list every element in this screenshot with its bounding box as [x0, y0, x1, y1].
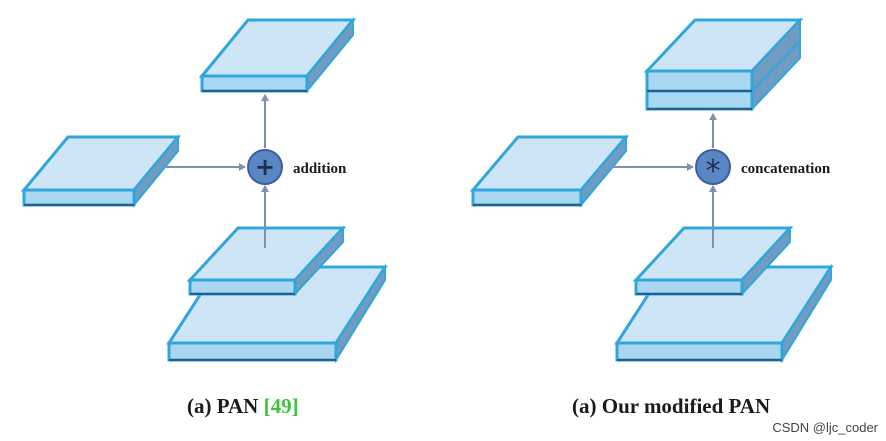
csdn-watermark: CSDN @ljc_coder	[772, 420, 878, 435]
bottom-small-feature-block	[186, 225, 347, 297]
addition-label: addition	[293, 161, 347, 177]
bottom-small-feature-block	[632, 225, 794, 297]
addition-node-icon	[247, 149, 283, 185]
modified-pan-caption: (a) Our modified PAN	[572, 394, 770, 418]
lateral-feature-block	[469, 134, 630, 208]
concatenated-output-block	[643, 17, 804, 112]
pan-caption-text: (a) PAN	[187, 394, 264, 418]
addition-symbol: +	[255, 153, 275, 181]
concatenation-symbol: *	[706, 154, 721, 189]
output-feature-block	[198, 17, 357, 94]
modified-pan-panel: * concatenation (a) Our modified PAN	[469, 17, 834, 418]
lateral-feature-block	[20, 134, 182, 208]
concatenation-node-icon	[695, 149, 731, 185]
reference-49: [49]	[264, 394, 299, 418]
pan-panel: + addition (a) PAN [49]	[20, 17, 388, 418]
concatenation-label: concatenation	[741, 161, 831, 177]
pan-caption: (a) PAN [49]	[187, 394, 299, 418]
